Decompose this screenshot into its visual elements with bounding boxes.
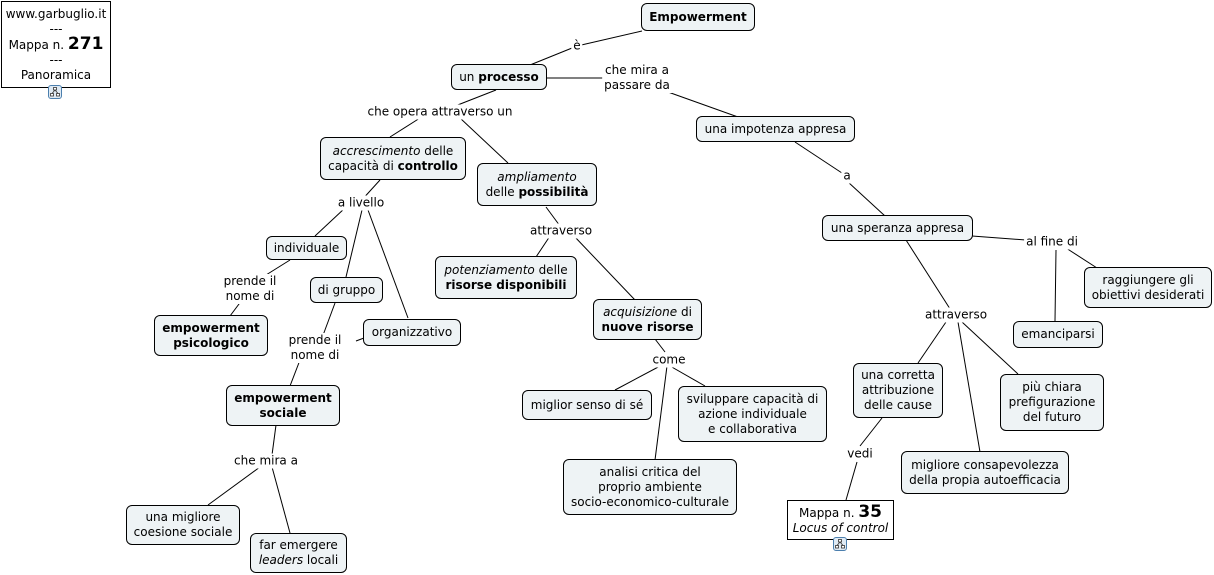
node-raggiungere-obiettivi[interactable]: raggiungere gli obiettivi desiderati	[1084, 267, 1212, 308]
node-coesione-sociale[interactable]: una migliore coesione sociale	[126, 505, 240, 545]
node-corretta-attribuzione[interactable]: una corretta attribuzione delle cause	[853, 363, 943, 418]
link-label-come: come	[650, 352, 688, 368]
link-label-che-opera: che opera attraverso un	[365, 104, 515, 120]
node-chiara-prefigurazione[interactable]: più chiara prefigurazione del futuro	[1000, 374, 1104, 431]
node-consapevolezza-autoefficacia[interactable]: migliore consapevolezza della propia aut…	[901, 451, 1069, 494]
node-emanciparsi[interactable]: emanciparsi	[1013, 321, 1103, 348]
node-potenziamento[interactable]: potenziamento delle risorse disponibili	[435, 256, 577, 299]
node-impotenza-appresa[interactable]: una impotenza appresa	[696, 116, 855, 142]
separator: ---	[49, 52, 63, 67]
node-empowerment-sociale[interactable]: empowerment sociale	[226, 385, 340, 426]
node-accrescimento[interactable]: accrescimento delle capacità di controll…	[320, 137, 466, 180]
node-sviluppare-capacita[interactable]: sviluppare capacità di azione individual…	[678, 386, 827, 442]
node-organizzativo[interactable]: organizzativo	[363, 319, 461, 346]
link-label-attraverso-1: attraverso	[527, 223, 595, 239]
concept-map-icon[interactable]	[48, 85, 62, 99]
node-speranza-appresa[interactable]: una speranza appresa	[822, 215, 973, 241]
link-label-e: è	[571, 38, 583, 54]
site-url: www.garbuglio.it	[5, 6, 107, 21]
link-label-prende-nome-1: prende il nome di	[221, 274, 279, 304]
map-number-line: Mappa n. 271	[8, 33, 104, 54]
node-di-gruppo[interactable]: di gruppo	[310, 277, 383, 303]
link-label-a: a	[841, 168, 853, 184]
link-label-che-mira-passare: che mira a passare da	[602, 63, 672, 93]
concept-map-icon[interactable]	[833, 537, 847, 551]
link-label-a-livello: a livello	[335, 195, 387, 211]
link-label-vedi: vedi	[845, 446, 875, 462]
node-far-emergere-leaders[interactable]: far emergere leaders locali	[250, 533, 347, 573]
node-mappa-35[interactable]: Mappa n. 35 Locus of control	[787, 500, 894, 540]
view-name: Panoramica	[20, 67, 92, 82]
node-acquisizione[interactable]: acquisizione di nuove risorse	[593, 299, 702, 340]
link-label-al-fine-di: al fine di	[1024, 234, 1080, 250]
link-label-prende-nome-2: prende il nome di	[286, 333, 344, 363]
node-processo[interactable]: un processo	[451, 64, 547, 90]
node-analisi-critica[interactable]: analisi critica del proprio ambiente soc…	[563, 459, 737, 515]
node-ampliamento[interactable]: ampliamento delle possibilità	[477, 163, 597, 206]
node-empowerment[interactable]: Empowerment	[641, 3, 755, 31]
separator: ---	[49, 21, 63, 36]
map-info-box: www.garbuglio.it --- Mappa n. 271 --- Pa…	[1, 1, 111, 88]
node-individuale[interactable]: individuale	[266, 236, 347, 260]
link-label-che-mira-a: che mira a	[232, 453, 300, 469]
node-miglior-senso[interactable]: miglior senso di sé	[522, 390, 652, 420]
link-label-attraverso-2: attraverso	[922, 307, 990, 323]
node-empowerment-psicologico[interactable]: empowerment psicologico	[154, 315, 268, 356]
